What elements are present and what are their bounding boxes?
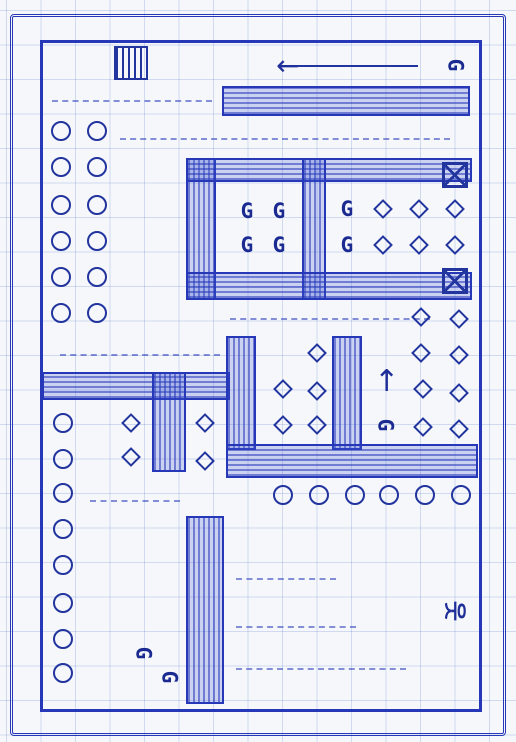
coin-icon — [448, 482, 474, 508]
coin-icon — [50, 446, 76, 472]
floor-scribble — [230, 318, 430, 324]
ghost-icon: G — [234, 232, 260, 258]
ghost-icon: G — [334, 196, 360, 222]
coin-icon — [270, 482, 296, 508]
diamond-icon — [270, 376, 296, 402]
ghost-icon: G — [234, 198, 260, 224]
floor-scribble — [236, 626, 356, 632]
diamond-icon — [406, 232, 432, 258]
gate-icon — [114, 46, 148, 80]
ghost-icon: G — [266, 232, 292, 258]
diamond-icon — [442, 232, 468, 258]
floor-scribble — [90, 500, 180, 506]
coin-icon — [48, 264, 74, 290]
coin-icon — [376, 482, 402, 508]
diamond-icon — [304, 340, 330, 366]
floor-scribble — [120, 138, 450, 144]
coin-icon — [84, 264, 110, 290]
wall-room-bottom — [186, 272, 472, 300]
coin-icon — [48, 228, 74, 254]
wall-top-right — [222, 86, 470, 116]
diamond-icon — [304, 412, 330, 438]
coin-icon — [306, 482, 332, 508]
coin-icon — [50, 626, 76, 652]
player-icon: 웃 — [436, 596, 470, 626]
diamond-icon — [406, 196, 432, 222]
diamond-icon — [408, 340, 434, 366]
coin-icon — [84, 118, 110, 144]
diamond-icon — [192, 448, 218, 474]
floor-scribble — [236, 668, 406, 674]
wall-bottom-pillar — [186, 516, 224, 704]
coin-icon — [50, 660, 76, 686]
diamond-icon — [370, 196, 396, 222]
coin-icon — [50, 410, 76, 436]
diamond-icon — [446, 416, 472, 442]
wall-room-top — [186, 158, 472, 182]
coin-icon — [48, 118, 74, 144]
diamond-icon — [370, 232, 396, 258]
diamond-icon — [410, 414, 436, 440]
ghost-icon: G — [130, 640, 156, 666]
arrow-up-icon: ↑ — [374, 362, 398, 402]
coin-icon — [342, 482, 368, 508]
ghost-icon: G — [372, 412, 398, 438]
wall-middle-pillar — [152, 372, 186, 472]
floor-scribble — [52, 100, 212, 106]
ghost-icon: G — [156, 664, 182, 690]
ghost-icon: G — [266, 198, 292, 224]
diamond-icon — [446, 342, 472, 368]
coin-icon — [84, 154, 110, 180]
crate-icon — [442, 268, 468, 294]
coin-icon — [48, 300, 74, 326]
floor-scribble — [236, 578, 336, 584]
diamond-icon — [270, 412, 296, 438]
diamond-icon — [118, 410, 144, 436]
floor-scribble — [60, 354, 220, 360]
coin-icon — [84, 192, 110, 218]
diamond-icon — [408, 304, 434, 330]
diamond-icon — [446, 380, 472, 406]
diamond-icon — [442, 196, 468, 222]
diamond-icon — [446, 306, 472, 332]
wall-lower-band — [226, 444, 478, 478]
wall-middle-right — [332, 336, 362, 450]
diamond-icon — [304, 378, 330, 404]
coin-icon — [50, 480, 76, 506]
wall-middle-left — [42, 372, 230, 400]
coin-icon — [412, 482, 438, 508]
ghost-icon: G — [334, 232, 360, 258]
crate-icon — [442, 162, 468, 188]
diamond-icon — [192, 410, 218, 436]
ghost-icon: G — [442, 52, 468, 78]
coin-icon — [50, 552, 76, 578]
coin-icon — [84, 300, 110, 326]
coin-icon — [50, 590, 76, 616]
coin-icon — [84, 228, 110, 254]
coin-icon — [48, 192, 74, 218]
diamond-icon — [410, 376, 436, 402]
arrow-left-icon: ← — [276, 52, 418, 80]
coin-icon — [50, 516, 76, 542]
diamond-icon — [118, 444, 144, 470]
wall-middle-center — [226, 336, 256, 450]
coin-icon — [48, 154, 74, 180]
